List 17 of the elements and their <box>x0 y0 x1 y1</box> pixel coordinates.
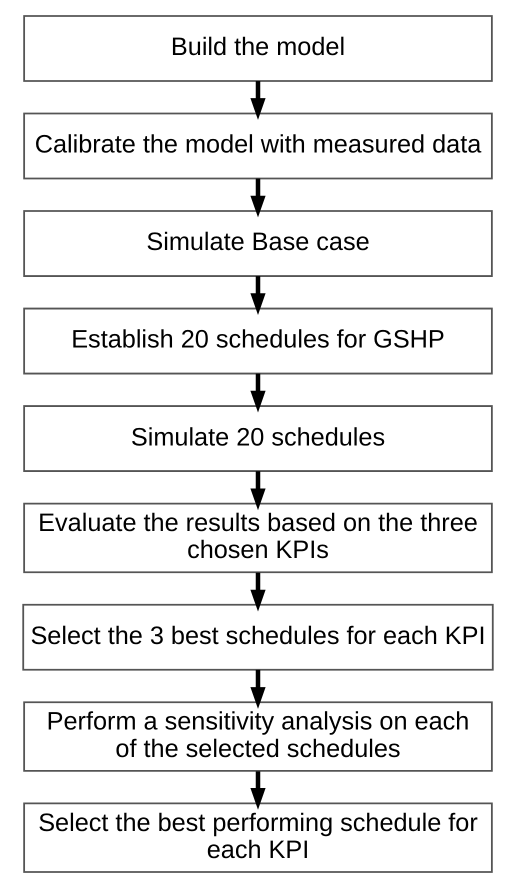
node-box: Establish 20 schedules for GSHP <box>22 308 492 374</box>
node-box: Build the model <box>22 15 492 82</box>
arrow <box>250 771 266 810</box>
node-box: Calibrate the model with measured data <box>22 112 492 180</box>
arrow <box>250 81 266 120</box>
arrow <box>250 572 266 612</box>
arrow <box>250 276 266 315</box>
arrow <box>250 670 266 709</box>
node-box: Select the 3 best schedules for each KPI <box>22 604 494 671</box>
node-box: Perform a sensitivity analysis on each of the selected schedules <box>22 701 492 772</box>
arrow <box>250 178 266 218</box>
node-box: Select the best performing schedule for each KPI <box>22 802 492 873</box>
arrow <box>250 471 266 510</box>
arrow <box>250 374 266 412</box>
node-box: Simulate Base case <box>22 210 492 277</box>
node-box: Evaluate the results based on the three chosen KPIs <box>22 502 492 574</box>
node-box: Simulate 20 schedules <box>22 405 492 472</box>
